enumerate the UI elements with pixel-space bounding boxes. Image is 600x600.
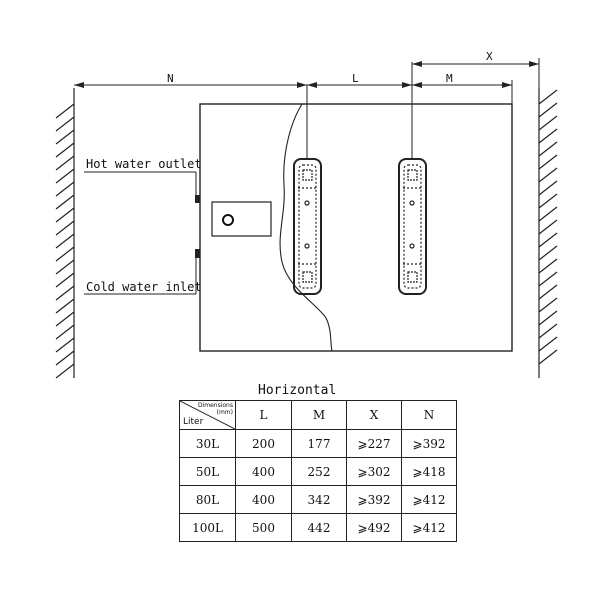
dimension-l-label: L: [352, 72, 359, 85]
cell-l: 400: [235, 485, 292, 514]
corner-diagonal: [180, 401, 235, 429]
table-corner-cell: Dimensions (mm) Liter: [179, 400, 236, 430]
dimension-n-label: N: [167, 72, 174, 85]
cell-m: 177: [291, 429, 347, 458]
corner-dimensions-label: Dimensions (mm): [197, 402, 233, 416]
row-liter: 100L: [179, 513, 236, 542]
header-n: N: [401, 400, 457, 430]
cell-n: ⩾412: [401, 513, 457, 542]
corner-liter-label: Liter: [183, 417, 204, 427]
dimension-l: [307, 82, 412, 88]
cell-l: 400: [235, 457, 292, 486]
row-liter: 50L: [179, 457, 236, 486]
header-x: X: [346, 400, 402, 430]
hot-water-outlet-pipe: [195, 195, 200, 203]
dimensions-table: Dimensions (mm) Liter L M X N 30L 200 17…: [179, 400, 457, 542]
table-title: Horizontal: [258, 383, 336, 398]
mounting-bracket-left: [293, 158, 322, 295]
row-liter: 80L: [179, 485, 236, 514]
cell-l: 500: [235, 513, 292, 542]
right-wall: [538, 88, 558, 378]
cold-water-inlet-pipe: [195, 249, 200, 258]
row-liter: 30L: [179, 429, 236, 458]
left-wall: [55, 88, 75, 379]
cell-n: ⩾418: [401, 457, 457, 486]
header-l: L: [235, 400, 292, 430]
cell-n: ⩾392: [401, 429, 457, 458]
dimension-x: [412, 58, 540, 90]
mounting-bracket-right: [398, 158, 427, 295]
cell-n: ⩾412: [401, 485, 457, 514]
cell-m: 442: [291, 513, 347, 542]
table-header-row: Dimensions (mm) Liter L M X N: [179, 400, 457, 430]
header-m: M: [291, 400, 347, 430]
table-row: 100L 500 442 ⩾492 ⩾412: [179, 513, 457, 542]
cell-x: ⩾227: [346, 429, 402, 458]
cell-l: 200: [235, 429, 292, 458]
cold-water-inlet-label: Cold water inlet: [86, 280, 202, 294]
table-row: 30L 200 177 ⩾227 ⩾392: [179, 429, 457, 458]
cell-x: ⩾492: [346, 513, 402, 542]
cell-m: 342: [291, 485, 347, 514]
cell-x: ⩾392: [346, 485, 402, 514]
table-row: 50L 400 252 ⩾302 ⩾418: [179, 457, 457, 486]
dimension-x-label: X: [486, 50, 493, 63]
control-panel: [211, 201, 272, 237]
table-row: 80L 400 342 ⩾392 ⩾412: [179, 485, 457, 514]
break-line: [279, 103, 333, 352]
hot-water-outlet-label: Hot water outlet: [86, 157, 202, 171]
dimension-m: [412, 80, 513, 104]
dimension-n: [74, 82, 307, 88]
thermostat-knob-icon: [222, 214, 234, 226]
cell-x: ⩾302: [346, 457, 402, 486]
dimension-m-label: M: [446, 72, 453, 85]
water-heater-body: [199, 103, 513, 352]
cell-m: 252: [291, 457, 347, 486]
